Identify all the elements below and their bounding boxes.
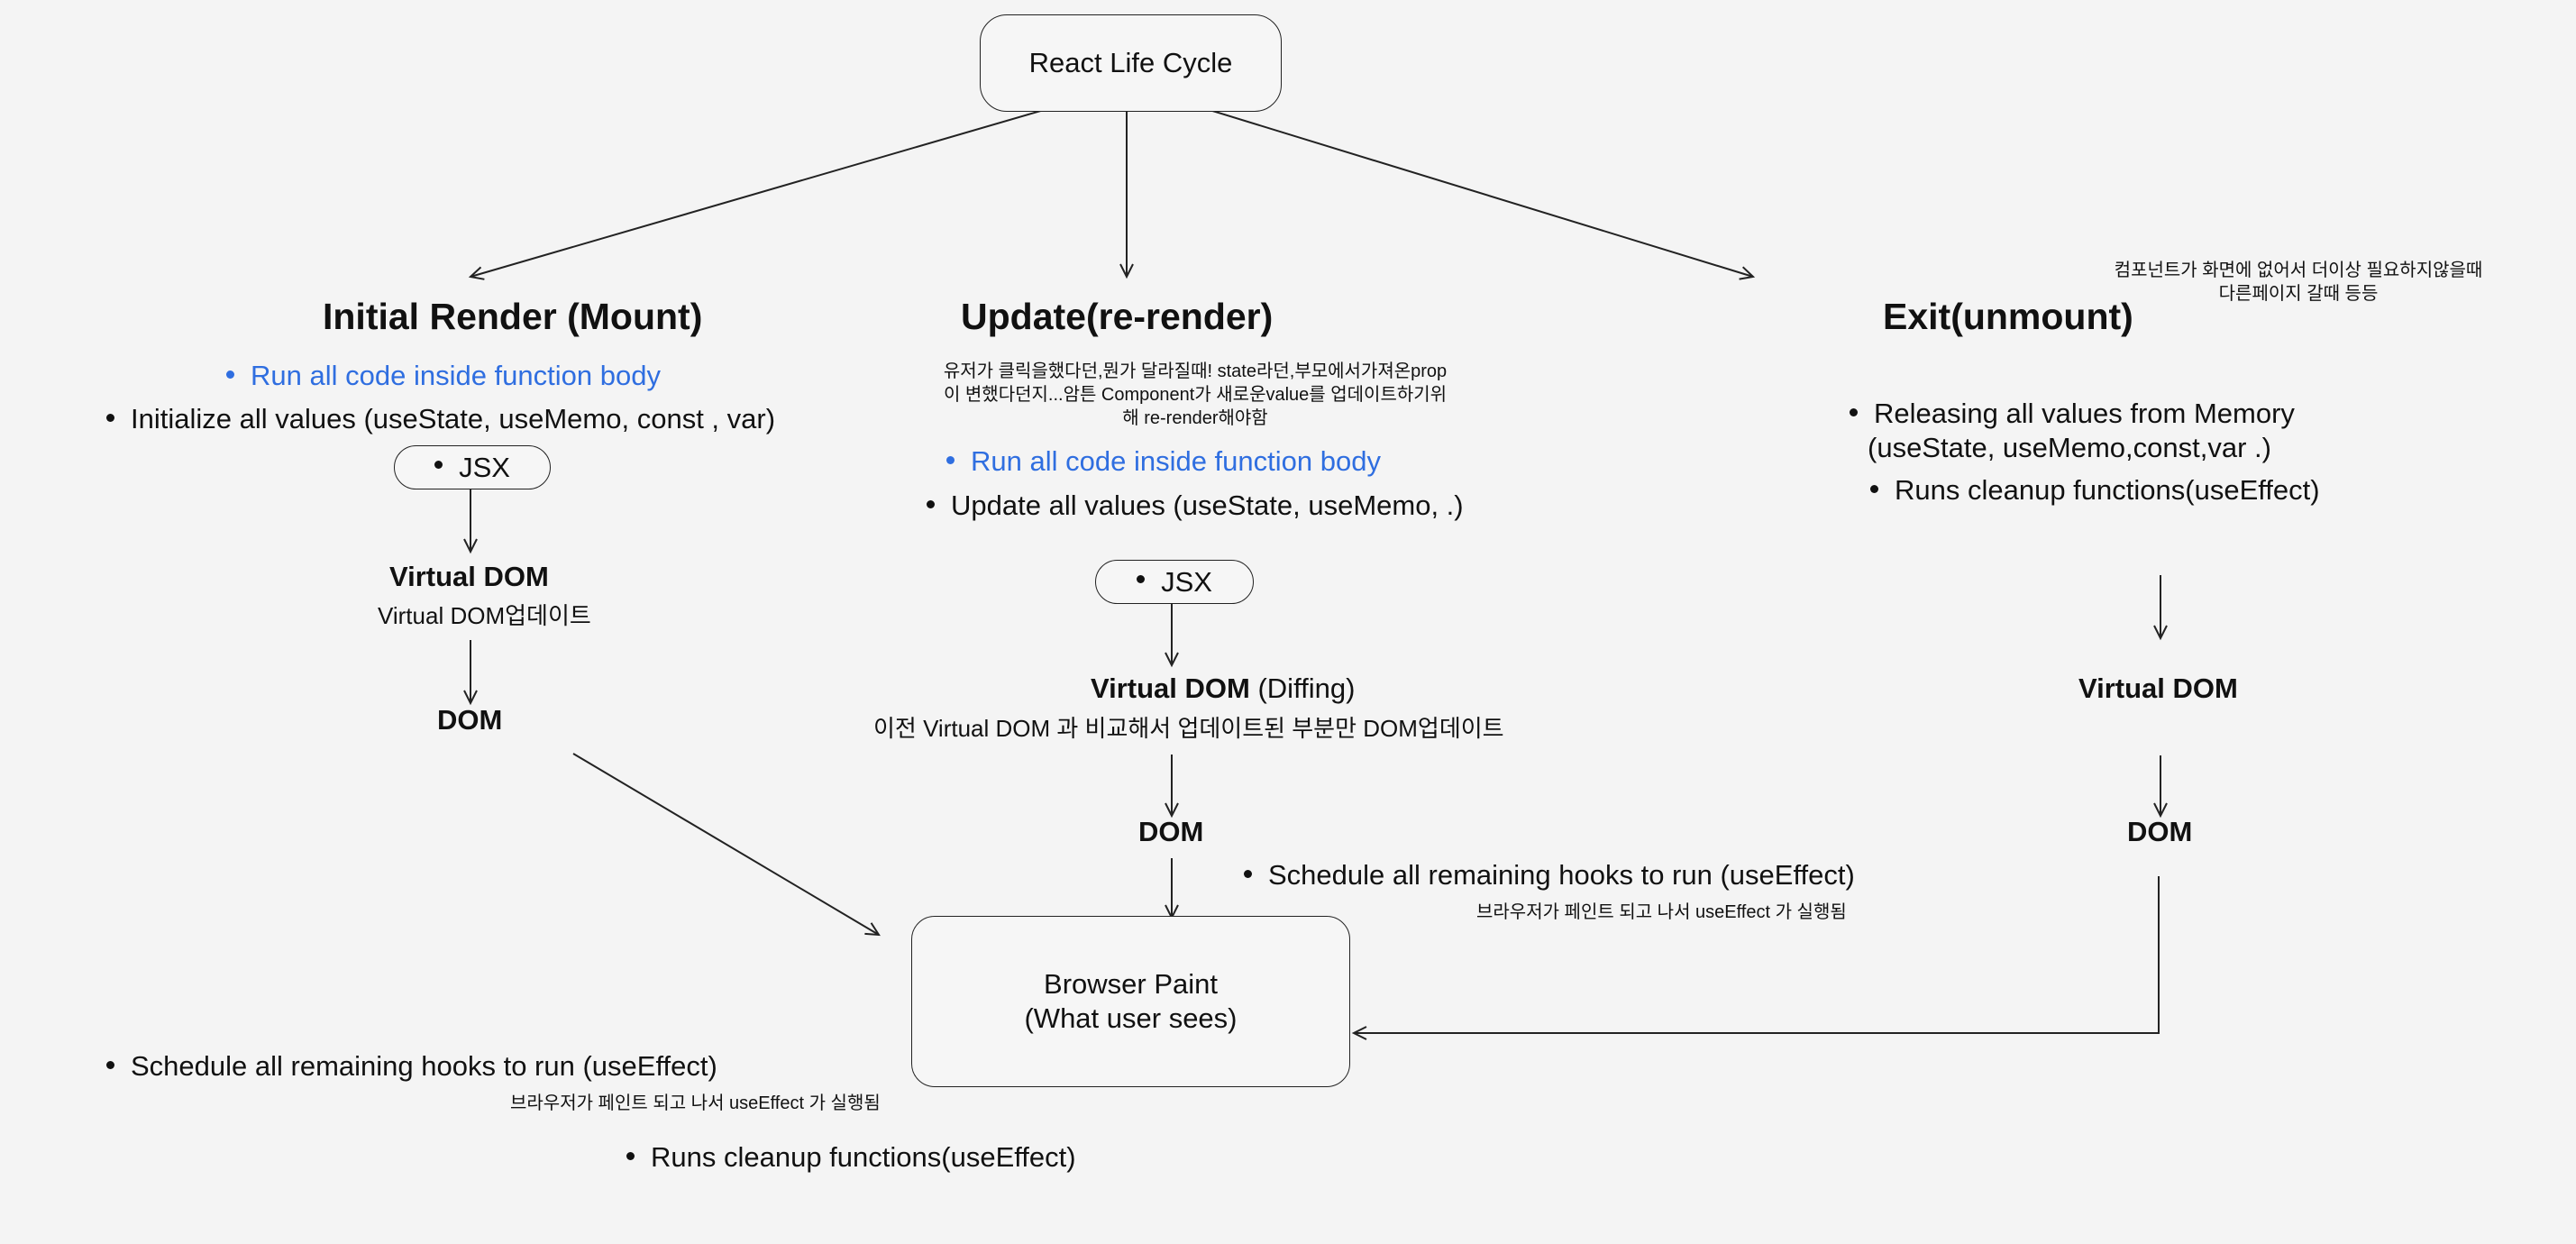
root-title: React Life Cycle — [1028, 47, 1233, 78]
unmount-title: Exit(unmount) — [1883, 296, 2133, 337]
update-schedule-note: 브라우저가 페인트 되고 나서 useEffect 가 실행됨 — [1476, 902, 1847, 922]
update-values-text: Update all values (useState, useMemo, .) — [951, 489, 1464, 521]
mount-jsx-label: JSX — [459, 451, 510, 483]
update-run-code-item: Run all code inside function body — [946, 445, 1381, 478]
unmount-release-line-2: (useState, useMemo,const,var .) — [1868, 432, 2271, 463]
unmount-cleanup-item: Runs cleanup functions(useEffect) — [1870, 474, 2320, 507]
update-title: Update(re-render) — [961, 296, 1274, 337]
mount-dom-label: DOM — [437, 704, 503, 736]
mount-init-values-text: Initialize all values (useState, useMemo… — [131, 403, 776, 434]
update-jsx-label: JSX — [1161, 565, 1212, 598]
update-schedule-hooks-text: Schedule all remaining hooks to run (use… — [1268, 859, 1855, 891]
update-values-item: Update all values (useState, useMemo, .) — [927, 489, 1464, 522]
arrow-root-to-mount — [468, 109, 1045, 280]
mount-title: Initial Render (Mount) — [323, 296, 703, 337]
unmount-dom-label: DOM — [2127, 816, 2193, 847]
bullet-icon — [434, 461, 443, 469]
update-note-line-1: 유저가 클릭을했다던,뭔가 달라질때! state라던,부모에서가져온prop — [943, 361, 1448, 381]
mount-schedule-hooks-item: Schedule all remaining hooks to run (use… — [106, 1050, 717, 1083]
mount-cleanup-text: Runs cleanup functions(useEffect) — [651, 1141, 1076, 1173]
update-vdom-note: 이전 Virtual DOM 과 비교해서 업데이트된 부분만 DOM업데이트 — [873, 715, 1504, 742]
update-vdom-label: Virtual DOM — [1091, 672, 1250, 704]
bullet-icon — [927, 500, 935, 509]
bullet-icon — [106, 1061, 114, 1070]
bullet-icon — [106, 414, 114, 423]
unmount-cleanup-text: Runs cleanup functions(useEffect) — [1895, 474, 2320, 506]
bullet-icon — [946, 456, 955, 465]
mount-init-values-item: Initialize all values (useState, useMemo… — [106, 403, 775, 435]
update-jsx-node: JSX — [1095, 560, 1254, 604]
mount-schedule-hooks-text: Schedule all remaining hooks to run (use… — [131, 1050, 717, 1082]
browser-paint-subtitle: (What user sees) — [1024, 1002, 1238, 1034]
mount-jsx-node: JSX — [394, 445, 551, 489]
unmount-vdom-label: Virtual DOM — [2078, 672, 2238, 704]
root-node: React Life Cycle — [980, 14, 1282, 112]
mount-cleanup-item: Runs cleanup functions(useEffect) — [626, 1141, 1076, 1174]
unmount-note: 컴포넌트가 화면에 없어서 더이상 필요하지않을때 다른페이지 갈때 등등 — [2100, 259, 2497, 306]
update-dom-label: DOM — [1138, 816, 1204, 847]
update-vdom-row: Virtual DOM (Diffing) — [1091, 672, 1355, 705]
unmount-release-item: Releasing all values from Memory (useSta… — [1850, 397, 2295, 465]
update-run-code-text: Run all code inside function body — [971, 445, 1381, 477]
bullet-icon — [1137, 575, 1146, 583]
bullet-icon — [1850, 408, 1858, 417]
bullet-icon — [1244, 870, 1252, 879]
unmount-note-line-2: 다른페이지 갈때 등등 — [2218, 284, 2379, 304]
mount-run-code-text: Run all code inside function body — [251, 360, 661, 391]
bullet-icon — [626, 1152, 635, 1161]
mount-vdom-note: Virtual DOM업데이트 — [378, 602, 591, 629]
mount-schedule-note: 브라우저가 페인트 되고 나서 useEffect 가 실행됨 — [510, 1093, 881, 1113]
browser-paint-node: Browser Paint (What user sees) — [911, 916, 1350, 1087]
bullet-icon — [226, 370, 234, 380]
bullet-icon — [1870, 485, 1878, 494]
update-schedule-hooks-item: Schedule all remaining hooks to run (use… — [1244, 859, 1855, 892]
arrow-root-to-unmount — [1209, 109, 1756, 280]
arrow-unmount-dom-to-paint — [1351, 876, 2160, 1040]
mount-vdom-label: Virtual DOM — [389, 561, 549, 592]
unmount-note-line-1: 컴포넌트가 화면에 없어서 더이상 필요하지않을때 — [2114, 261, 2483, 280]
unmount-release-line-1: Releasing all values from Memory — [1874, 398, 2295, 429]
arrow-mount-dom-to-paint — [572, 753, 881, 937]
update-note-line-3: 해 re-render해야함 — [1122, 408, 1268, 428]
update-note-line-2: 이 변했다던지...암튼 Component가 새로운value를 업데이트하기… — [943, 385, 1448, 405]
mount-run-code-item: Run all code inside function body — [226, 360, 661, 392]
update-vdom-suffix: (Diffing) — [1257, 672, 1356, 704]
update-note: 유저가 클릭을했다던,뭔가 달라질때! state라던,부모에서가져온prop … — [907, 360, 1484, 430]
browser-paint-title: Browser Paint — [1044, 968, 1218, 1000]
